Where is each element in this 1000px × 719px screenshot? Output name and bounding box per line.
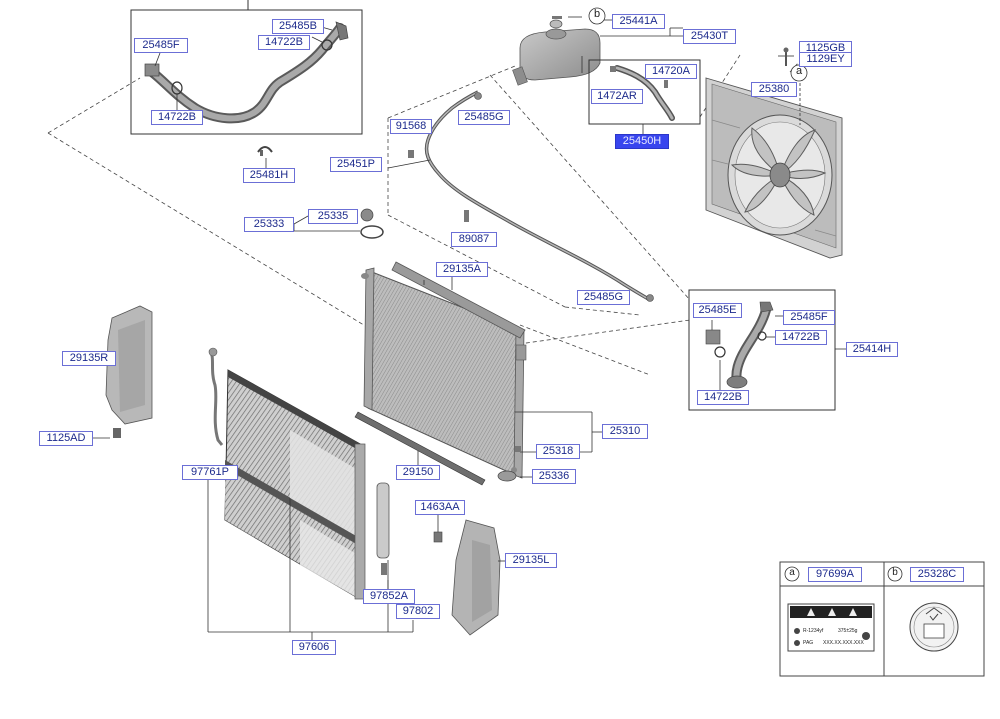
legend-table (779, 561, 985, 677)
seal-strip-29150 (354, 411, 486, 486)
legend-part-97699a[interactable]: 97699A (808, 567, 862, 582)
condenser (208, 347, 366, 600)
label-oil-type: PAG (803, 640, 814, 646)
callout-b-letter: b (593, 8, 601, 20)
part-label-25441a[interactable]: 25441A (612, 14, 665, 29)
small-hose-box (588, 59, 701, 125)
part-label-97761p[interactable]: 97761P (182, 465, 238, 480)
part-label-89087[interactable]: 89087 (451, 232, 497, 247)
part-label-25485g-upper[interactable]: 25485G (458, 110, 510, 125)
radiator (361, 261, 527, 479)
part-label-25485f-upper[interactable]: 25485F (134, 38, 188, 53)
legend-a-letter: a (789, 567, 795, 578)
part-label-25485f-lower[interactable]: 25485F (783, 310, 835, 325)
part-label-29135a[interactable]: 29135A (436, 262, 488, 277)
part-label-25485b[interactable]: 25485B (272, 19, 324, 34)
part-label-25333[interactable]: 25333 (244, 217, 294, 232)
overflow-pipe (387, 90, 654, 302)
legend-part-25328c[interactable]: 25328C (910, 567, 964, 582)
part-label-14720a[interactable]: 14720A (645, 64, 697, 79)
part-label-1463aa[interactable]: 1463AA (415, 500, 465, 515)
part-label-25380[interactable]: 25380 (751, 82, 797, 97)
air-guard-left (433, 514, 506, 636)
part-label-29135l[interactable]: 29135L (505, 553, 557, 568)
part-label-25310[interactable]: 25310 (602, 424, 648, 439)
callout-b-circle (588, 7, 606, 25)
part-label-25430t[interactable]: 25430T (683, 29, 736, 44)
part-label-29135r[interactable]: 29135R (62, 351, 116, 366)
part-label-29150[interactable]: 29150 (396, 465, 440, 480)
callout-a-letter: a (795, 65, 803, 77)
part-label-25335[interactable]: 25335 (308, 209, 358, 224)
part-label-91568[interactable]: 91568 (390, 119, 432, 134)
reservoir-tank (512, 14, 683, 86)
lower-hose-box (688, 289, 836, 411)
drain-cap-25336 (497, 470, 517, 482)
label-refrigerant-type: R-1234yf (803, 628, 824, 634)
legend-b-letter: b (892, 567, 898, 578)
part-label-25451p[interactable]: 25451P (330, 157, 382, 172)
part-label-1472ar[interactable]: 1472AR (591, 89, 643, 104)
part-label-25450h-selected[interactable]: 25450H (615, 134, 669, 149)
part-label-97852a[interactable]: 97852A (363, 589, 415, 604)
fan-shroud (705, 47, 843, 259)
part-label-14722b-lower-right[interactable]: 14722B (775, 330, 827, 345)
bolt-25318 (515, 446, 521, 452)
part-label-14722b-upper-left[interactable]: 14722B (151, 110, 203, 125)
part-label-97802[interactable]: 97802 (396, 604, 440, 619)
part-label-25485e[interactable]: 25485E (693, 303, 742, 318)
part-label-1125ad[interactable]: 1125AD (39, 431, 93, 446)
lower-hose-drawing (705, 301, 848, 390)
part-label-25414h[interactable]: 25414H (846, 342, 898, 357)
upper-hose-drawing (144, 21, 349, 124)
label-oil-spec: XXX.XX.XXX.XXX (823, 640, 864, 646)
clamp-25481h (257, 146, 273, 168)
part-label-14722b-upper-right[interactable]: 14722B (258, 35, 310, 50)
receiver-dryer (376, 482, 390, 575)
part-label-25336[interactable]: 25336 (532, 469, 576, 484)
part-label-25485g-lower[interactable]: 25485G (577, 290, 630, 305)
part-label-14722b-lower-left[interactable]: 14722B (697, 390, 749, 405)
drain-plug-parts (293, 208, 384, 239)
part-label-25318[interactable]: 25318 (536, 444, 580, 459)
air-guard-right (92, 305, 153, 439)
label-refrigerant-amount: 375±25g (838, 628, 858, 634)
part-label-25481h[interactable]: 25481H (243, 168, 295, 183)
upper-hose-box (130, 9, 363, 135)
part-label-1129ey[interactable]: 1129EY (799, 52, 852, 67)
part-label-97606[interactable]: 97606 (292, 640, 336, 655)
